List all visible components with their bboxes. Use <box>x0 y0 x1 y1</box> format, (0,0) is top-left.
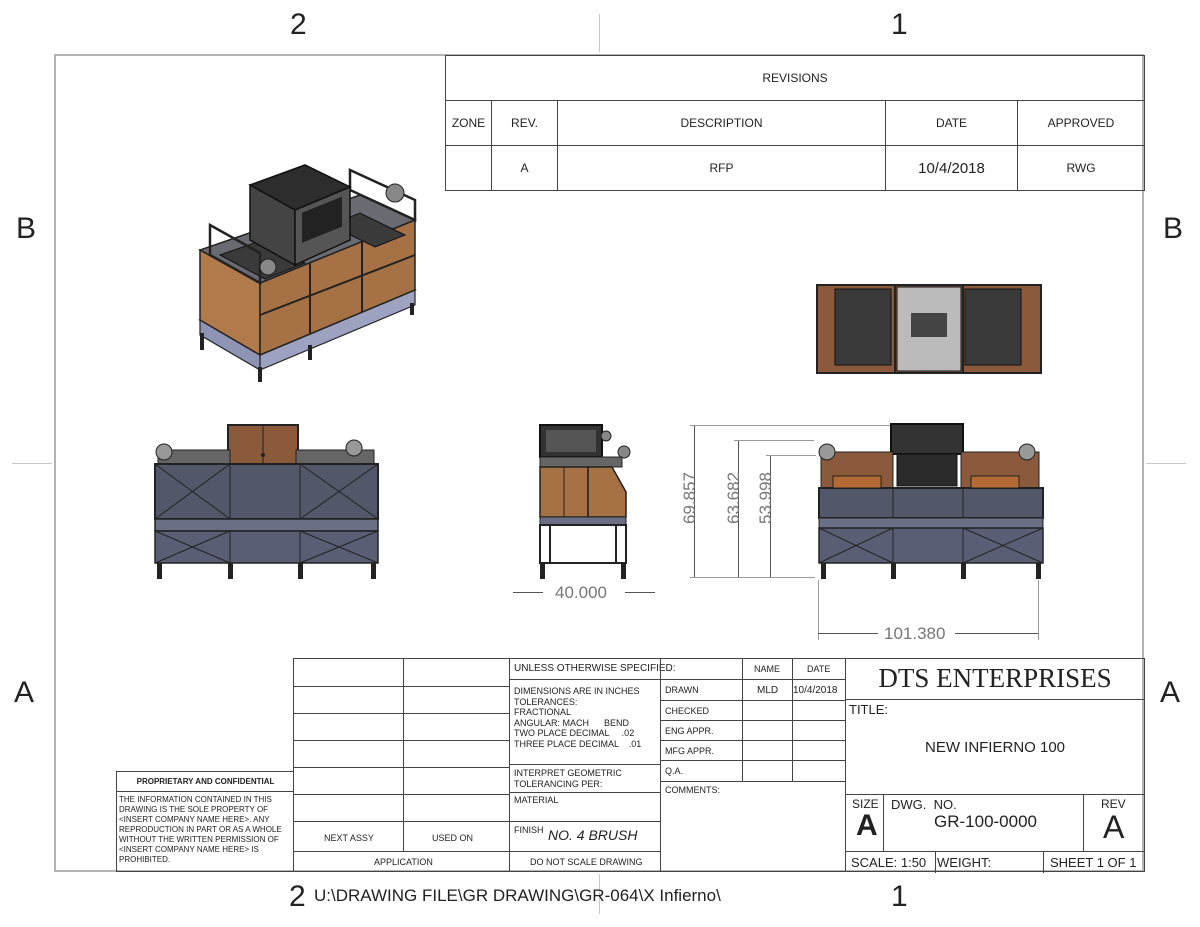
zone-tick <box>599 14 600 52</box>
approval-label-eng: ENG APPR. <box>665 726 714 736</box>
spec-line: DIMENSIONS ARE IN INCHES <box>514 686 640 696</box>
isometric-view <box>198 164 417 382</box>
dwg-no-label: DWG. NO. <box>891 797 957 812</box>
sheet-label: SHEET 1 OF 1 <box>1050 855 1137 870</box>
interpret-line: TOLERANCING PER: <box>514 778 603 789</box>
title-label: TITLE: <box>849 702 889 717</box>
revisions-title: REVISIONS <box>445 55 1145 101</box>
zone-tick <box>1146 463 1186 464</box>
zone-label-right-b: B <box>1163 212 1184 245</box>
rev-row-rev: A <box>491 145 558 191</box>
rev-header-approved: APPROVED <box>1017 100 1145 146</box>
front-view-dimensioned <box>818 423 1044 579</box>
front-view <box>154 424 379 579</box>
dim-line-length <box>955 633 1038 634</box>
rev-row-zone <box>445 145 492 191</box>
proprietary-line: PROHIBITED. <box>119 855 171 864</box>
zone-tick <box>599 874 600 914</box>
approval-label-checked: CHECKED <box>665 706 710 716</box>
dim-ext <box>1038 580 1039 640</box>
zone-label-bottom-1: 1 <box>891 880 908 913</box>
top-view <box>816 284 1042 374</box>
dim-line-width <box>513 592 543 593</box>
file-path: U:\DRAWING FILE\GR DRAWING\GR-064\X Infi… <box>314 886 721 905</box>
spec-line: FRACTIONAL <box>514 707 572 717</box>
approval-label-qa: Q.A. <box>665 766 684 776</box>
approval-label-drawn: DRAWN <box>665 685 699 695</box>
dim-ext <box>766 455 816 456</box>
dim-line-length <box>818 633 878 634</box>
interpret-line: INTERPRET GEOMETRIC <box>514 768 622 778</box>
zone-tick <box>12 463 52 464</box>
application-label: APPLICATION <box>374 857 433 867</box>
zone-label-top-1: 1 <box>891 8 908 41</box>
date-header: DATE <box>807 664 831 674</box>
proprietary-line: THE INFORMATION CONTAINED IN THIS <box>119 795 272 804</box>
rev-value: A <box>1103 809 1125 845</box>
name-header: NAME <box>754 664 781 674</box>
dim-height-overall: 69.857 <box>680 472 699 524</box>
zone-label-top-2: 2 <box>290 8 307 41</box>
scale-label: SCALE: 1:50 <box>851 855 927 870</box>
dim-line-height-mid <box>738 440 739 577</box>
finish-label: FINISH <box>514 825 544 835</box>
zone-label-bottom-2: 2 <box>289 880 306 913</box>
used-on-label: USED ON <box>432 833 474 843</box>
comments-label: COMMENTS: <box>665 785 720 795</box>
dim-line-height-low <box>770 455 771 577</box>
proprietary-line: <INSERT COMPANY NAME HERE> IS <box>119 845 259 854</box>
rev-header-description: DESCRIPTION <box>557 100 886 146</box>
application-grid: NEXT ASSY USED ON APPLICATION <box>293 658 510 872</box>
zone-label-left-a: A <box>14 676 35 709</box>
dim-ext <box>734 440 814 441</box>
dim-line-width <box>625 592 655 593</box>
size-label: SIZE <box>852 797 879 811</box>
rev-row-approved: RWG <box>1017 145 1145 191</box>
dim-ext <box>690 425 890 426</box>
spec-line: TOLERANCES: <box>514 696 578 707</box>
spec-line: THREE PLACE DECIMAL .01 <box>514 738 642 749</box>
specs-column: UNLESS OTHERWISE SPECIFIED: DIMENSIONS A… <box>509 658 676 872</box>
proprietary-heading: PROPRIETARY AND CONFIDENTIAL <box>136 777 275 786</box>
rev-header-rev: REV. <box>491 100 558 146</box>
next-assy-label: NEXT ASSY <box>324 833 374 843</box>
rev-header-date: DATE <box>885 100 1018 146</box>
rev-row-description: RFP <box>557 145 886 191</box>
rev-row-date: 10/4/2018 <box>885 145 1018 191</box>
finish-value: NO. 4 BRUSH <box>548 827 638 843</box>
dim-height-mid: 63.682 <box>724 472 743 524</box>
title-block: DTS ENTERPRISES TITLE: NEW INFIERNO 100 … <box>845 658 1145 873</box>
side-view <box>539 424 631 579</box>
dim-ext <box>818 580 819 640</box>
unless-specified: UNLESS OTHERWISE SPECIFIED: <box>514 663 676 674</box>
approval-date-drawn: 10/4/2018 <box>793 685 838 696</box>
proprietary-line: <INSERT COMPANY NAME HERE>. ANY <box>119 815 270 824</box>
rev-label: REV <box>1101 797 1126 811</box>
no-scale-label: DO NOT SCALE DRAWING <box>530 857 643 867</box>
proprietary-line: DRAWING IS THE SOLE PROPERTY OF <box>119 805 269 814</box>
dim-ext <box>690 577 815 578</box>
zone-label-left-b: B <box>16 212 37 245</box>
spec-line: ANGULAR: MACH BEND <box>514 717 630 728</box>
rev-header-zone: ZONE <box>445 100 492 146</box>
proprietary-block: PROPRIETARY AND CONFIDENTIAL THE INFORMA… <box>116 771 294 872</box>
dim-line-height-overall <box>694 425 695 577</box>
spec-line: TWO PLACE DECIMAL .02 <box>514 728 635 738</box>
drawing-title: NEW INFIERNO 100 <box>924 739 1066 756</box>
proprietary-line: WITHOUT THE WRITTEN PERMISSION OF <box>119 835 279 844</box>
revisions-table: REVISIONS ZONE REV. DESCRIPTION DATE APP… <box>445 55 1145 191</box>
approvals-column: NAME DATE DRAWN MLD 10/4/2018 CHECKED EN… <box>660 658 846 872</box>
dim-width-side: 40.000 <box>555 583 607 602</box>
approval-label-mfg: MFG APPR. <box>665 746 715 756</box>
dwg-no-value: GR-100-0000 <box>934 812 1038 831</box>
dim-height-low: 53.998 <box>756 472 775 524</box>
company-name: DTS ENTERPRISES <box>878 663 1112 693</box>
proprietary-line: REPRODUCTION IN PART OR AS A WHOLE <box>119 825 282 834</box>
size-value: A <box>856 809 878 842</box>
material-label: MATERIAL <box>514 795 559 805</box>
weight-label: WEIGHT: <box>937 855 992 870</box>
approval-name-drawn: MLD <box>757 685 779 696</box>
zone-label-right-a: A <box>1160 676 1181 709</box>
dim-length: 101.380 <box>884 624 946 643</box>
